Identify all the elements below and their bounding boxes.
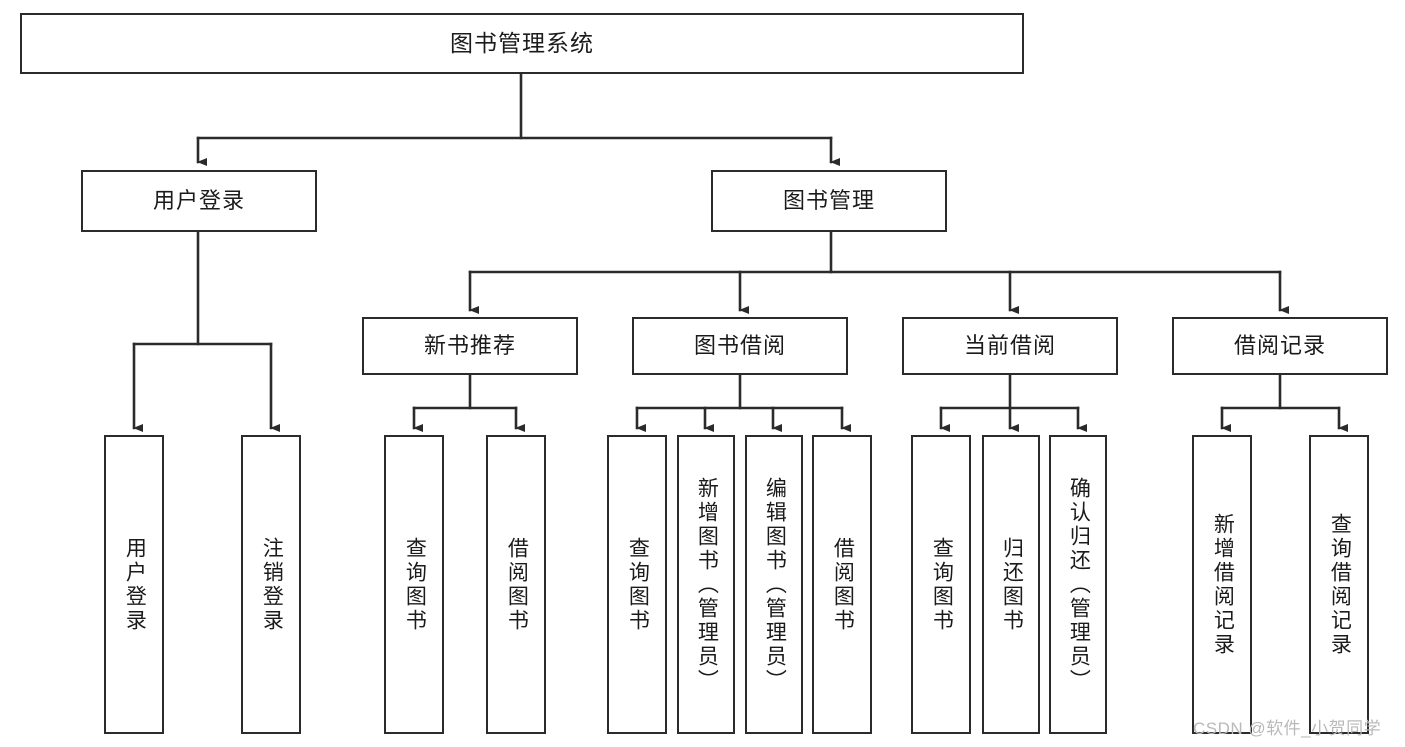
leaf-query-book-3[interactable]: 查询图书 bbox=[911, 435, 971, 734]
node-borrow-record[interactable]: 借阅记录 bbox=[1172, 317, 1388, 375]
leaf-add-borrow-record[interactable]: 新增借阅记录 bbox=[1192, 435, 1252, 734]
node-user-login[interactable]: 用户登录 bbox=[81, 170, 317, 232]
leaf-edit-book-admin[interactable]: 编辑图书（管理员） bbox=[745, 435, 803, 734]
leaf-query-book-1[interactable]: 查询图书 bbox=[384, 435, 444, 734]
leaf-return-book[interactable]: 归还图书 bbox=[982, 435, 1040, 734]
node-new-book-recommend[interactable]: 新书推荐 bbox=[362, 317, 578, 375]
leaf-confirm-return-admin[interactable]: 确认归还（管理员） bbox=[1049, 435, 1107, 734]
leaf-borrow-book-2[interactable]: 借阅图书 bbox=[812, 435, 872, 734]
node-root-system[interactable]: 图书管理系统 bbox=[20, 13, 1024, 74]
leaf-logout[interactable]: 注销登录 bbox=[241, 435, 301, 734]
leaf-user-login[interactable]: 用户登录 bbox=[104, 435, 164, 734]
leaf-borrow-book-1[interactable]: 借阅图书 bbox=[486, 435, 546, 734]
node-book-management[interactable]: 图书管理 bbox=[711, 170, 947, 232]
node-current-borrow[interactable]: 当前借阅 bbox=[902, 317, 1118, 375]
leaf-query-borrow-record[interactable]: 查询借阅记录 bbox=[1309, 435, 1369, 734]
csdn-watermark: CSDN @软件_小贺同学 bbox=[1193, 719, 1382, 738]
leaf-add-book-admin[interactable]: 新增图书（管理员） bbox=[677, 435, 735, 734]
leaf-query-book-2[interactable]: 查询图书 bbox=[607, 435, 667, 734]
node-book-borrow[interactable]: 图书借阅 bbox=[632, 317, 848, 375]
